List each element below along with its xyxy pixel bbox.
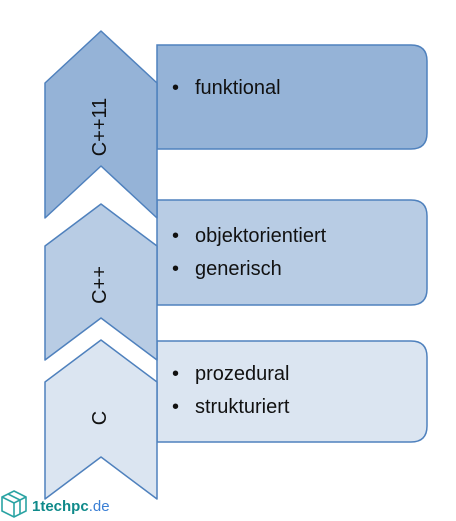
watermark-name: 1techpc bbox=[32, 498, 89, 515]
box-c bbox=[156, 340, 428, 443]
list-item: • strukturiert bbox=[172, 391, 290, 424]
logo-icon bbox=[1, 490, 27, 518]
list-item: • objektorientiert bbox=[172, 220, 326, 253]
item-text: objektorientiert bbox=[195, 225, 327, 247]
item-text: strukturiert bbox=[195, 396, 290, 418]
box-text-cpp11: • funktional bbox=[172, 72, 281, 105]
item-text: funktional bbox=[195, 77, 281, 99]
item-text: prozedural bbox=[195, 363, 290, 385]
list-item: • generisch bbox=[172, 253, 326, 286]
bullet: • bbox=[172, 77, 180, 99]
chevron-cpp bbox=[44, 203, 158, 361]
chevron-cpp11 bbox=[44, 30, 158, 219]
box-cpp11 bbox=[156, 44, 428, 150]
watermark: 1techpc.de bbox=[32, 498, 110, 516]
bullet: • bbox=[172, 363, 180, 385]
chevron-label-cpp: C++ bbox=[89, 266, 111, 304]
watermark-suffix: .de bbox=[88, 498, 110, 515]
item-text: generisch bbox=[195, 258, 282, 280]
list-item: • prozedural bbox=[172, 358, 290, 391]
box-text-cpp: • objektorientiert • generisch bbox=[172, 220, 326, 286]
box-cpp bbox=[156, 199, 428, 306]
bullet: • bbox=[172, 258, 180, 280]
bullet: • bbox=[172, 225, 180, 247]
chevron-label-c: C bbox=[89, 411, 111, 425]
bullet: • bbox=[172, 396, 180, 418]
box-text-c: • prozedural • strukturiert bbox=[172, 358, 290, 424]
chevron-label-cpp11: C++11 bbox=[89, 98, 111, 157]
chevron-c bbox=[44, 339, 158, 500]
list-item: • funktional bbox=[172, 72, 281, 105]
